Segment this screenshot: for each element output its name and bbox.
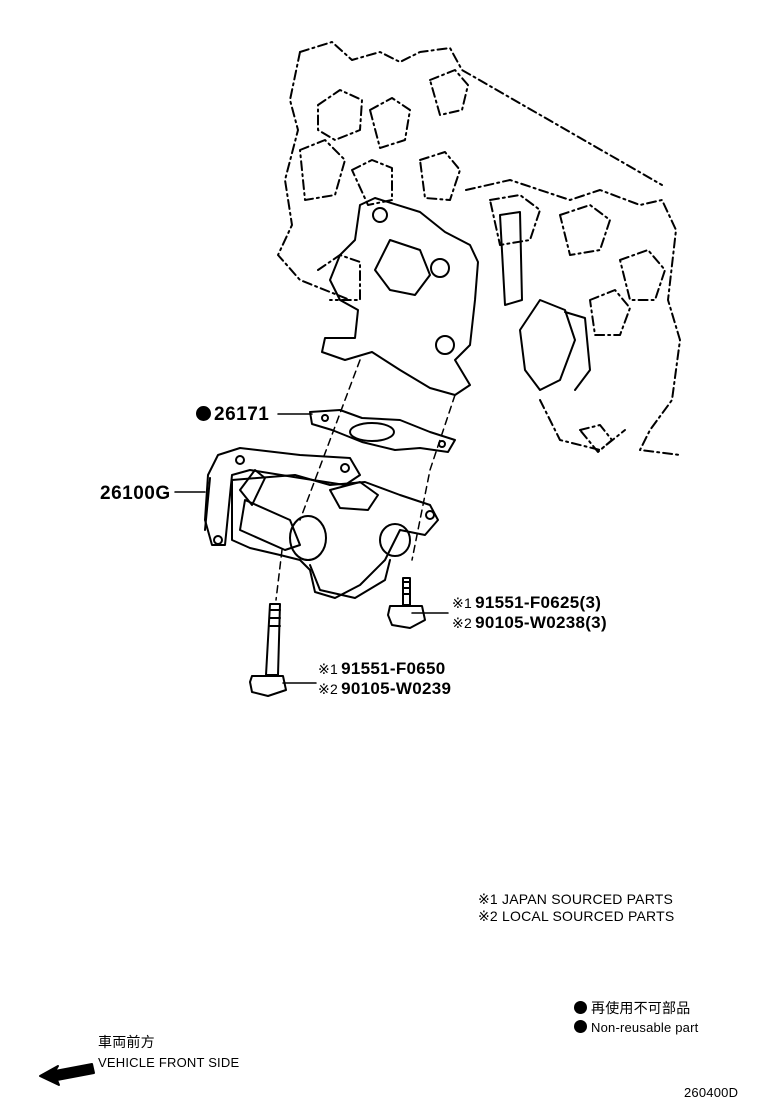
engine-block-phantom [277, 41, 681, 456]
legend-dot-icon [574, 1020, 587, 1033]
assembly-centerlines [275, 359, 456, 601]
gasket-26171-drawing [309, 409, 456, 453]
legend-non-reusable-jp: 再使用不可部品 [574, 1001, 690, 1015]
sourcing-note-1: ※1 JAPAN SOURCED PARTS [478, 891, 674, 907]
housing-part-label: 26100G [100, 483, 171, 504]
legend-non-reusable-en: Non-reusable part [574, 1020, 698, 1034]
gasket-part-label: 26171 [196, 405, 269, 424]
legend-dot-icon [574, 1001, 587, 1014]
non-reusable-dot-icon [196, 406, 211, 421]
sourcing-note-2: ※2 LOCAL SOURCED PARTS [478, 908, 675, 924]
direction-label-jp: 車両前方 [98, 1034, 155, 1050]
diagram-code: 260400D [684, 1085, 739, 1100]
bolt-long-drawing [249, 603, 287, 697]
leader-lines [174, 413, 449, 684]
engine-mount-flange [321, 197, 591, 396]
front-direction-arrow-icon [39, 1063, 95, 1086]
bolt-short-drawing [387, 577, 426, 629]
housing-26100g-drawing [204, 447, 439, 599]
direction-label-en: VEHICLE FRONT SIDE [98, 1055, 240, 1070]
